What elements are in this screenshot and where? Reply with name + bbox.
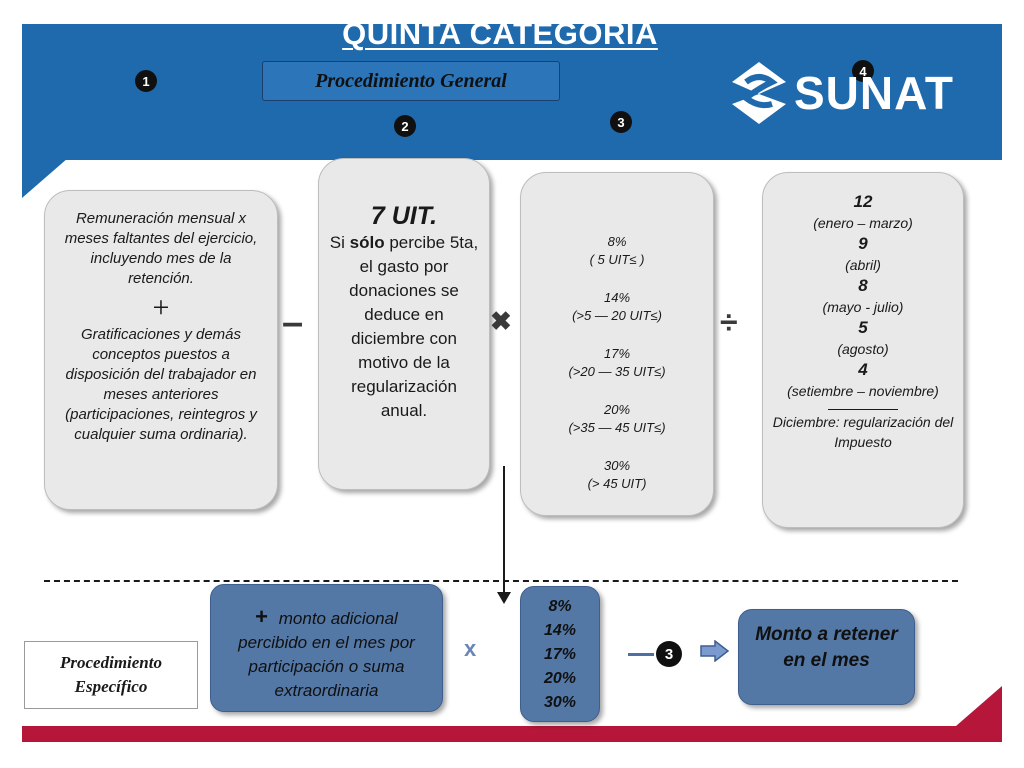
card-monto-retener: Monto a retener en el mes — [738, 609, 915, 705]
bottom-accent-band — [22, 726, 1002, 742]
rate-item: 20% (>35 — 45 UIT≤) — [529, 401, 705, 437]
bottom-accent-notch — [956, 686, 1002, 726]
rate-value: 14% — [543, 622, 577, 639]
card-remuneracion: Remuneración mensual x meses faltantes d… — [44, 190, 278, 510]
section-divider — [44, 580, 958, 582]
rate-item: 17% (>20 — 35 UIT≤) — [529, 345, 705, 381]
december-note: Diciembre: regularización del Impuesto — [772, 414, 954, 450]
rate-pct: 14% — [603, 290, 631, 305]
card2-bold: sólo — [349, 233, 385, 252]
divisor-label: (enero – marzo) — [813, 215, 913, 231]
card7-text: Monto a retener en el mes — [755, 624, 898, 671]
divisor-num: 8 — [858, 276, 868, 295]
divisor-num: 4 — [858, 360, 868, 379]
down-arrow-icon — [497, 592, 511, 604]
card1-plus: + — [152, 291, 170, 324]
divisor-label: (mayo - julio) — [822, 299, 904, 315]
card1-text-b: Gratificaciones y demás conceptos puesto… — [65, 326, 257, 443]
minus-operator: – — [282, 302, 304, 344]
card2-line-a: Si — [329, 233, 345, 252]
rate-range: (> 45 UIT) — [587, 476, 647, 491]
rate-value: 20% — [543, 670, 577, 687]
specific-text: Procedimiento Específico — [60, 653, 162, 696]
times-small-operator: x — [464, 636, 477, 661]
rate-pct: 30% — [603, 458, 631, 473]
rate-item: 8% ( 5 UIT≤ ) — [529, 233, 705, 269]
rate-range: (>5 — 20 UIT≤) — [572, 308, 662, 323]
specific-procedure-label: Procedimiento Específico — [24, 641, 198, 709]
subtitle-text: Procedimiento General — [315, 69, 507, 92]
arrow-right-icon — [700, 640, 730, 662]
card-divisores: 12 (enero – marzo) 9 (abril) 8 (mayo - j… — [762, 172, 964, 528]
divisor-item: 12 (enero – marzo) — [769, 191, 957, 233]
minus-bar — [628, 653, 654, 656]
card1-text-a: Remuneración mensual x meses faltantes d… — [64, 210, 258, 287]
card5-text: monto adicional percibido en el mes por … — [238, 609, 415, 700]
divisor-item: 4 (setiembre – noviembre) — [769, 359, 957, 401]
divisor-label: (agosto) — [837, 341, 889, 357]
logo-word: SUNAT — [794, 67, 955, 119]
sunat-logo-icon — [732, 62, 786, 124]
marker-2: 2 — [394, 115, 416, 137]
rate-pct: 20% — [603, 402, 631, 417]
divide-operator: ÷ — [720, 304, 738, 340]
rate-item: 30% (> 45 UIT) — [529, 457, 705, 493]
card-tasas: 8% ( 5 UIT≤ ) 14% (>5 — 20 UIT≤) 17% (>2… — [520, 172, 714, 516]
rate-value: 17% — [543, 646, 577, 663]
slide-title: QUINTA CATEGORIA — [342, 16, 658, 51]
subtitle-box: Procedimiento General — [262, 61, 560, 101]
card2-big: 7 UIT. — [370, 202, 438, 230]
divisor-num: 12 — [853, 192, 873, 211]
divisor-item: 5 (agosto) — [769, 317, 957, 359]
rate-range: (>35 — 45 UIT≤) — [568, 420, 666, 435]
divisor-label: (setiembre – noviembre) — [787, 383, 939, 399]
marker-3: 3 — [610, 111, 632, 133]
card-tasas-especificas: 8% 14% 17% 20% 30% — [520, 586, 600, 722]
divisor-item: 9 (abril) — [769, 233, 957, 275]
rate-pct: 8% — [607, 234, 627, 249]
divisor-num: 9 — [858, 234, 868, 253]
card-7-uit: 7 UIT. Si sólo percibe 5ta, el gasto por… — [318, 158, 490, 490]
divisor-label: (abril) — [845, 257, 881, 273]
divisor-num: 5 — [858, 318, 868, 337]
rate-item: 14% (>5 — 20 UIT≤) — [529, 289, 705, 325]
card2-line-b: percibe 5ta, el gasto por donaciones se … — [349, 233, 479, 420]
divisor-item: 8 (mayo - julio) — [769, 275, 957, 317]
card-monto-adicional: + monto adicional percibido en el mes po… — [210, 584, 443, 712]
marker-1: 1 — [135, 70, 157, 92]
marker-4: 4 — [852, 60, 874, 82]
rate-pct: 17% — [603, 346, 631, 361]
divider-rule — [828, 409, 898, 410]
rate-range: (>20 — 35 UIT≤) — [568, 364, 666, 379]
sunat-logo: SUNAT — [728, 58, 978, 128]
marker-3-bottom: 3 — [656, 641, 682, 667]
down-arrow-shaft — [503, 466, 505, 594]
rate-value: 30% — [543, 694, 577, 711]
card5-plus: + — [255, 604, 269, 629]
rate-range: ( 5 UIT≤ ) — [589, 252, 645, 267]
card2-text: Si sólo percibe 5ta, el gasto por donaci… — [329, 231, 479, 423]
rate-value: 8% — [548, 598, 572, 615]
times-operator: ✖ — [490, 306, 512, 336]
